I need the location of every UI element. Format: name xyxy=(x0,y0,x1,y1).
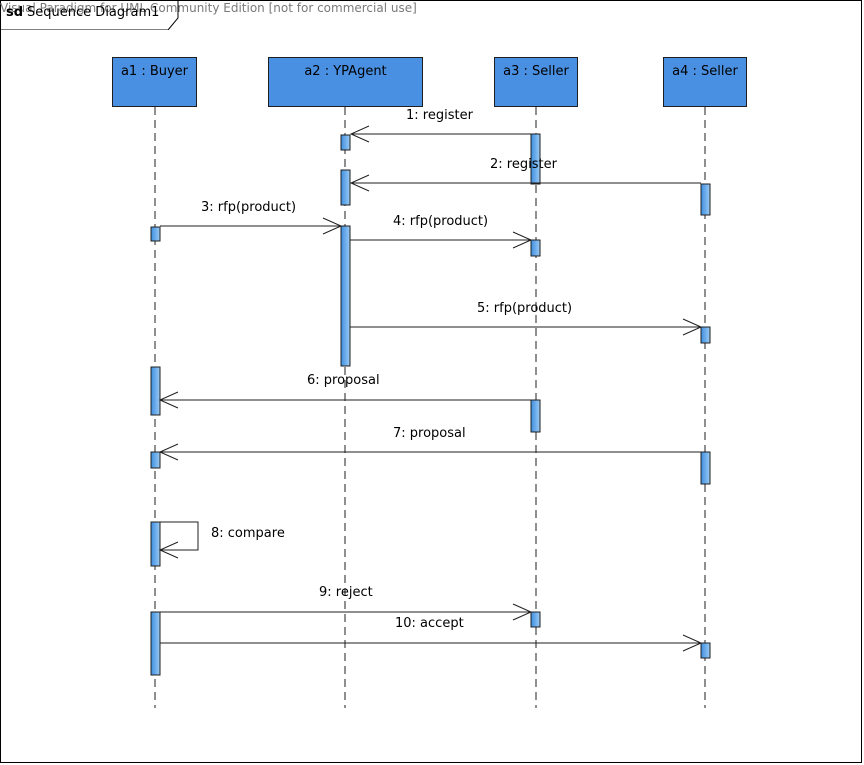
message-2-arrow[interactable] xyxy=(349,174,701,192)
activation-bar xyxy=(150,451,161,469)
message-7-label: 7: proposal xyxy=(393,426,466,441)
message-9-label: 9: reject xyxy=(319,585,373,600)
activation-bar xyxy=(340,169,351,206)
lifeline-a2-head[interactable]: a2 : YPAgent xyxy=(268,57,423,107)
message-3-arrow[interactable] xyxy=(160,217,343,235)
frame-keyword: sd xyxy=(6,5,24,20)
activation-bar xyxy=(340,134,351,151)
message-2-label: 2: register xyxy=(490,157,557,172)
lifeline-a4-head[interactable]: a4 : Seller xyxy=(663,57,747,107)
activation-bar xyxy=(700,642,711,659)
activation-bar xyxy=(340,225,351,367)
message-1-label: 1: register xyxy=(406,108,473,123)
message-5-arrow[interactable] xyxy=(350,318,703,336)
activation-bar xyxy=(530,399,541,433)
message-7-arrow[interactable] xyxy=(158,443,701,461)
message-4-arrow[interactable] xyxy=(350,231,533,249)
message-8-arrow[interactable] xyxy=(158,521,199,559)
activation-bar xyxy=(150,611,161,676)
activation-bar xyxy=(150,226,161,242)
activation-bar xyxy=(700,183,711,216)
frame-tab xyxy=(0,0,179,30)
activation-bar xyxy=(530,611,541,628)
message-6-arrow[interactable] xyxy=(158,391,531,409)
activation-bar xyxy=(150,366,161,416)
activation-bar xyxy=(150,521,161,567)
activation-bar xyxy=(700,451,711,485)
activation-bar xyxy=(700,326,711,344)
message-5-label: 5: rfp(product) xyxy=(477,301,573,316)
message-6-label: 6: proposal xyxy=(307,373,380,388)
message-10-label: 10: accept xyxy=(395,616,464,631)
message-1-arrow[interactable] xyxy=(349,125,531,143)
lifeline-a1-head[interactable]: a1 : Buyer xyxy=(112,57,197,107)
watermark-text: Visual Paradigm for UML Community Editio… xyxy=(0,1,417,15)
message-3-label: 3: rfp(product) xyxy=(201,200,297,215)
message-4-label: 4: rfp(product) xyxy=(393,214,489,229)
activation-bar xyxy=(530,239,541,257)
message-9-arrow[interactable] xyxy=(160,603,533,621)
message-8-label: 8: compare xyxy=(211,526,285,541)
message-10-arrow[interactable] xyxy=(160,634,703,652)
frame-name: Sequence Diagram1 xyxy=(27,5,160,20)
lifeline-a3-head[interactable]: a3 : Seller xyxy=(494,57,578,107)
activation-bar xyxy=(530,133,541,185)
